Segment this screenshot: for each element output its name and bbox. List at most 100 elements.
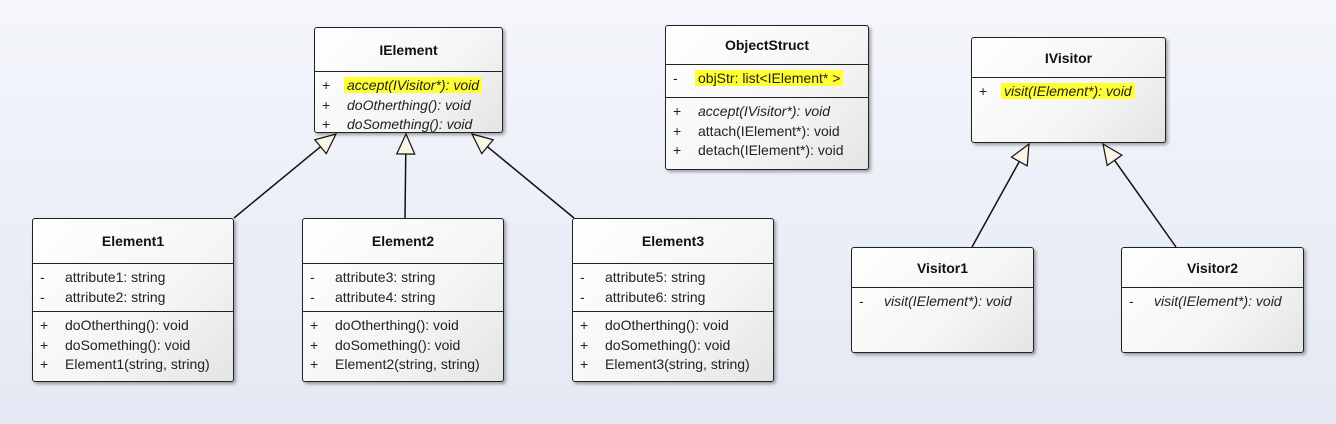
member-label: attribute6: string [605, 288, 706, 305]
visibility-marker: - [580, 269, 585, 285]
operation-row: -visit(IElement*): void [852, 292, 1033, 312]
operation-row: + doSomething(): void [315, 115, 502, 132]
operation-row: + visit(IElement*): void [972, 82, 1165, 102]
operation-row: +accept(IVisitor*): void [315, 76, 502, 96]
operations-compartment: +accept(IVisitor*): void+doOtherthing():… [315, 72, 502, 132]
visibility-marker: + [310, 336, 319, 353]
attribute-row: -attribute6: string [573, 288, 773, 308]
uml-class-visitor2[interactable]: Visitor2 - visit(IElement*): void [1121, 247, 1304, 353]
generalization-line [404, 153, 407, 219]
operation-text: doSomething(): void [605, 336, 730, 356]
operation-text: doSomething(): void [65, 336, 190, 356]
visibility-marker: + [673, 142, 682, 158]
visibility-marker: + [580, 317, 589, 333]
attributes-compartment: - attribute5: string -attribute6: string [573, 264, 773, 311]
operation-row: + doOtherthing(): void [303, 316, 503, 336]
member-label: doOtherthing(): void [605, 317, 729, 333]
member-label: accept(IVisitor*): void [698, 103, 831, 119]
attribute-text: attribute2: string [65, 288, 165, 308]
visibility-marker: + [40, 336, 49, 353]
visibility-marker: + [322, 96, 331, 113]
generalization-arrowhead [313, 133, 338, 155]
generalization-line [971, 161, 1020, 248]
operation-text: doOtherthing(): void [65, 316, 189, 336]
class-name: IElement [315, 28, 502, 72]
visibility-marker: - [40, 288, 45, 305]
highlighted-member: objStr: list<IElement* > [695, 70, 844, 86]
operations-compartment: +doOtherthing(): void+doSomething(): voi… [33, 311, 233, 379]
highlighted-member: accept(IVisitor*): void [344, 77, 483, 93]
visibility-marker: + [40, 356, 49, 372]
operation-row: + detach(IElement*): void [666, 141, 868, 161]
visibility-marker: + [580, 356, 589, 372]
visibility-marker: - [673, 70, 678, 86]
operations-compartment: + doOtherthing(): void + doSomething(): voi… [573, 311, 773, 379]
operation-text: accept(IVisitor*): void [698, 102, 830, 122]
member-label: doSomething(): void [65, 336, 191, 353]
operation-row: +Element2(string, string) [303, 355, 503, 375]
operation-text: doOtherthing(): void [335, 316, 459, 336]
member-label: doSomething(): void [347, 116, 473, 132]
uml-class-ivisitor[interactable]: IVisitor + visit(IElement*): void [971, 37, 1166, 143]
visibility-marker: + [673, 103, 682, 119]
member-label: Element3(string, string) [605, 356, 750, 372]
attribute-row: - attribute3: string [303, 268, 503, 288]
visibility-marker: - [310, 269, 315, 285]
uml-class-element1[interactable]: Element1 -attribute1: string- attribute2: … [32, 218, 234, 382]
operation-text: attach(IElement*): void [698, 122, 840, 142]
operation-text: visit(IElement*): void [1154, 292, 1282, 312]
operations-compartment: + accept(IVisitor*): void + attach(IElement… [666, 97, 868, 165]
generalization-arrowhead [395, 132, 416, 155]
generalization-line [233, 146, 322, 219]
operation-row: +doOtherthing(): void [33, 316, 233, 336]
operation-text: visit(IElement*): void [1001, 82, 1135, 102]
attribute-text: attribute1: string [65, 268, 165, 288]
generalization-line [486, 146, 575, 219]
class-name: Visitor1 [852, 248, 1033, 288]
operation-text: doOtherthing(): void [347, 96, 471, 116]
operation-row: + doOtherthing(): void [573, 316, 773, 336]
visibility-marker: + [310, 317, 319, 333]
operations-compartment: -visit(IElement*): void [852, 288, 1033, 316]
attribute-row: - objStr: list<IElement* > [666, 69, 868, 89]
member-label: Element2(string, string) [335, 356, 480, 372]
class-name: Visitor2 [1122, 248, 1303, 288]
generalization-arrowhead [1102, 142, 1124, 167]
member-label: doOtherthing(): void [347, 96, 471, 113]
uml-class-ielement[interactable]: IElement+accept(IVisitor*): void+doOther… [314, 27, 503, 133]
attribute-row: - attribute4: string [303, 288, 503, 308]
member-label: attribute5: string [605, 269, 706, 285]
attribute-text: attribute6: string [605, 288, 705, 308]
operation-text: detach(IElement*): void [698, 141, 844, 161]
visibility-marker: - [1129, 293, 1134, 309]
visibility-marker: + [322, 116, 331, 132]
uml-class-element2[interactable]: Element2 - attribute3: string - attribute4: … [302, 218, 504, 382]
member-label: visit(IElement*): void [884, 293, 1012, 309]
member-label: attribute4: string [335, 288, 436, 305]
operation-row: - visit(IElement*): void [1122, 292, 1303, 312]
operation-text: Element3(string, string) [605, 355, 750, 375]
operation-row: +Element1(string, string) [33, 355, 233, 375]
member-label: attribute1: string [65, 269, 166, 285]
attribute-row: -attribute1: string [33, 268, 233, 288]
operation-text: visit(IElement*): void [884, 292, 1012, 312]
uml-class-objectstruct[interactable]: ObjectStruct-objStr: list<IElement* >+ac… [665, 25, 869, 170]
class-name: Element3 [573, 219, 773, 264]
class-name: Element1 [33, 219, 233, 264]
attribute-row: - attribute5: string [573, 268, 773, 288]
highlighted-member: visit(IElement*): void [1001, 83, 1135, 99]
operations-compartment: + doOtherthing(): void + doSomething(): voi… [303, 311, 503, 379]
member-label: detach(IElement*): void [698, 142, 844, 158]
member-label: attribute3: string [335, 269, 436, 285]
operation-row: + accept(IVisitor*): void [666, 102, 868, 122]
class-name: IVisitor [972, 38, 1165, 78]
operation-text: doSomething(): void [335, 336, 460, 356]
uml-class-visitor1[interactable]: Visitor1 -visit(IElement*): void [851, 247, 1034, 353]
uml-class-element3[interactable]: Element3 - attribute5: string -attribute6: … [572, 218, 774, 382]
visibility-marker: + [979, 83, 988, 99]
class-name: Element2 [303, 219, 503, 264]
operation-text: doOtherthing(): void [605, 316, 729, 336]
visibility-marker: - [310, 288, 315, 305]
operation-text: Element2(string, string) [335, 355, 480, 375]
